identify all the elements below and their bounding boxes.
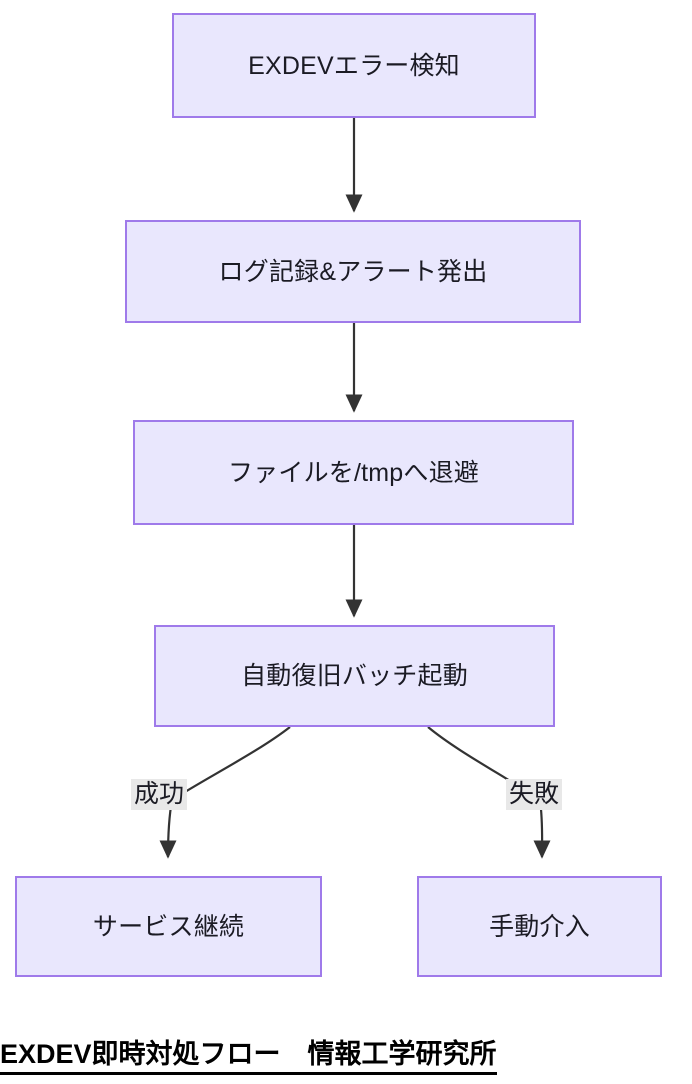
node-label: EXDEVエラー検知 (248, 51, 460, 80)
node-label: サービス継続 (92, 912, 245, 941)
node-service-continues[interactable]: サービス継続 (15, 876, 322, 977)
edge-label-success: 成功 (131, 779, 188, 810)
node-label: 自動復旧バッチ起動 (241, 662, 468, 690)
node-auto-recovery-batch[interactable]: 自動復旧バッチ起動 (154, 625, 555, 727)
node-move-file-to-tmp[interactable]: ファイルを/tmpへ退避 (133, 420, 574, 525)
node-exdev-error-detected[interactable]: EXDEVエラー検知 (172, 13, 536, 118)
node-label: ログ記録&アラート発出 (218, 257, 488, 286)
node-label: ファイルを/tmpへ退避 (227, 458, 480, 487)
edge-label-failure: 失敗 (506, 779, 563, 810)
node-label: 手動介入 (489, 912, 590, 941)
diagram-caption: EXDEV即時対処フロー 情報工学研究所 (0, 1032, 692, 1075)
node-manual-intervention[interactable]: 手動介入 (417, 876, 662, 977)
caption-text: EXDEV即時対処フロー 情報工学研究所 (0, 1032, 497, 1075)
node-log-and-alert[interactable]: ログ記録&アラート発出 (125, 220, 581, 323)
